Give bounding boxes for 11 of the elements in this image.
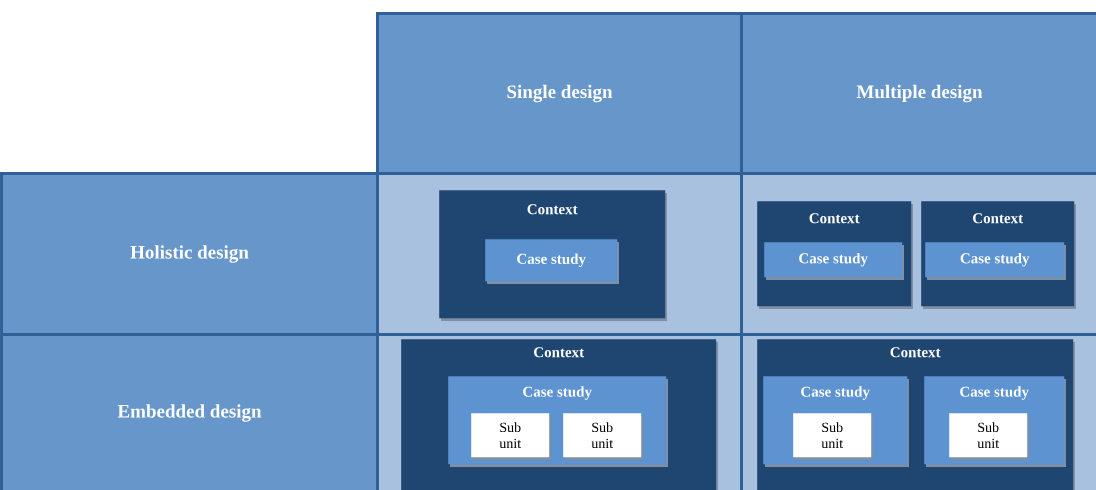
sub-unit-box: Sub unit [563, 413, 642, 458]
header-cell: Embedded design [0, 333, 379, 490]
sub-unit-box: Sub unit [949, 413, 1028, 458]
sub-unit-box: Sub unit [793, 413, 872, 458]
case-study-box: Case study [925, 242, 1065, 278]
header-cell: Multiple design [740, 12, 1096, 175]
sub-unit-box: Sub unit [471, 413, 550, 458]
case-study-box: Case study [764, 242, 903, 278]
case-study-box: Case study [485, 239, 618, 282]
header-cell: Single design [376, 12, 743, 175]
header-cell: Holistic design [0, 172, 379, 336]
